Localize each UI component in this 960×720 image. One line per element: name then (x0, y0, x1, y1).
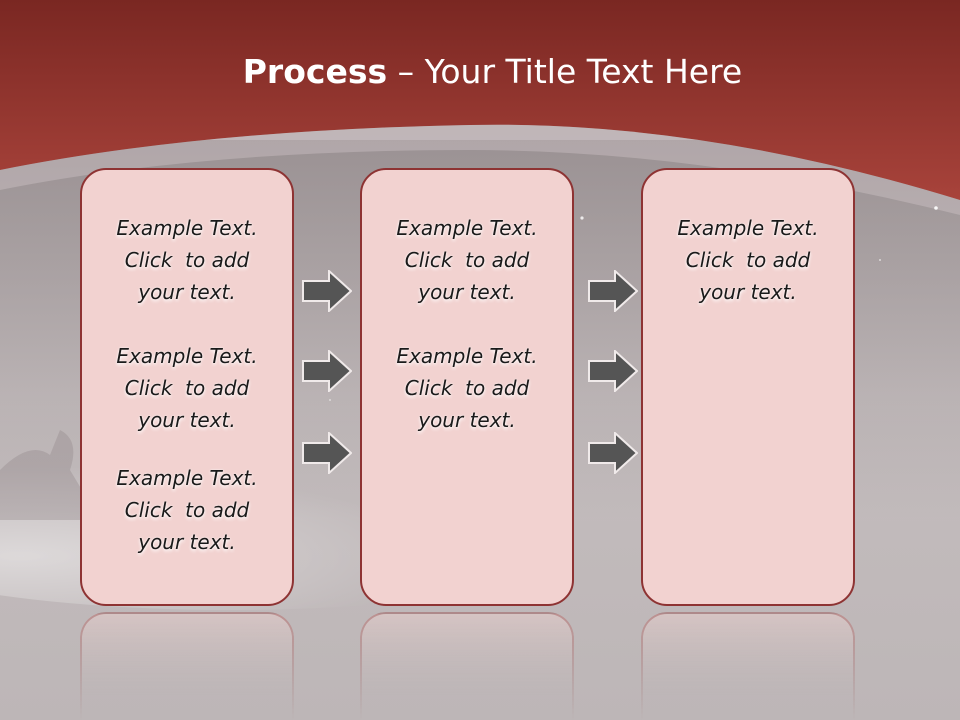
box-2-reflection (360, 612, 574, 720)
box-2-text-1[interactable]: Example Text. Click to add your text. (396, 216, 538, 304)
slide-title[interactable]: Process – Your Title Text Here (0, 52, 960, 91)
process-box-3[interactable]: Example Text. Click to add your text. (641, 168, 855, 606)
right-arrow-icon[interactable] (302, 350, 352, 392)
box-1-text-3[interactable]: Example Text. Click to add your text. (116, 466, 258, 554)
box-1-reflection (80, 612, 294, 720)
box-2-text-2[interactable]: Example Text. Click to add your text. (396, 344, 538, 432)
right-arrow-icon[interactable] (302, 270, 352, 312)
box-3-text-1[interactable]: Example Text. Click to add your text. (677, 216, 819, 304)
process-box-1[interactable]: Example Text. Click to add your text. Ex… (80, 168, 294, 606)
box-1-text-1[interactable]: Example Text. Click to add your text. (116, 216, 258, 304)
right-arrow-icon[interactable] (588, 432, 638, 474)
right-arrow-icon[interactable] (588, 270, 638, 312)
title-bold: Process (242, 52, 388, 91)
title-rest: – Your Title Text Here (387, 52, 743, 91)
right-arrow-icon[interactable] (302, 432, 352, 474)
process-box-2[interactable]: Example Text. Click to add your text. Ex… (360, 168, 574, 606)
box-1-text-2[interactable]: Example Text. Click to add your text. (116, 344, 258, 432)
right-arrow-icon[interactable] (588, 350, 638, 392)
box-3-reflection (641, 612, 855, 720)
